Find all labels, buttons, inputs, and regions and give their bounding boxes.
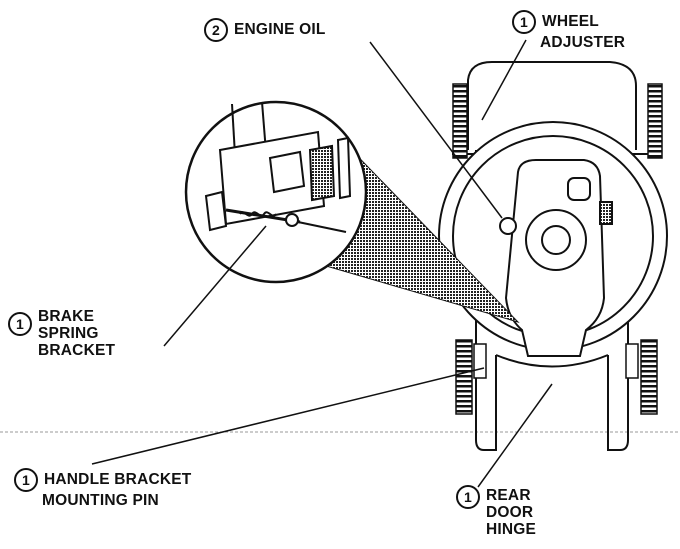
leader-lines [91, 39, 553, 488]
callout-number-1-icon: 1 [512, 10, 536, 34]
label-wheel-adjuster: 1 WHEEL ADJUSTER [512, 10, 625, 51]
label-wheel-adjuster-line-1: WHEEL [542, 13, 599, 31]
wheel-top-right [647, 83, 663, 159]
label-rear-door-hinge-line-1: REAR [486, 487, 531, 504]
wheel-top-left [452, 83, 468, 159]
label-rear-door-hinge-line-3: HINGE [486, 521, 537, 538]
label-rear-door-hinge-line-2: DOOR [486, 504, 534, 521]
label-engine-oil: 2 ENGINE OIL [204, 18, 326, 42]
label-brake-spring-bracket-line-3: BRACKET [38, 342, 116, 359]
label-handle-bracket-line-2: MOUNTING PIN [42, 492, 159, 509]
callout-number-1-icon: 1 [456, 485, 480, 509]
wheel-bottom-left [455, 339, 473, 415]
brake-detail-circle [184, 100, 368, 284]
label-brake-spring-bracket-line-1: BRAKE [38, 308, 95, 325]
label-handle-bracket-mounting-pin: 1 HANDLE BRACKET MOUNTING PIN [14, 468, 191, 509]
engine-body [499, 159, 613, 357]
callout-number-1-icon: 1 [8, 312, 32, 336]
callout-number-1-icon: 1 [14, 468, 38, 492]
label-brake-spring-bracket: 1 BRAKE SPRING BRACKET [8, 308, 115, 359]
label-rear-door-hinge: 1 REAR DOOR HINGE [456, 485, 537, 538]
label-brake-spring-bracket-line-2: SPRING [38, 325, 99, 342]
rear-wheel-brackets [473, 343, 639, 379]
label-handle-bracket-line-1: HANDLE BRACKET [44, 471, 192, 489]
callout-number-2-icon: 2 [204, 18, 228, 42]
label-wheel-adjuster-line-2: ADJUSTER [540, 34, 626, 51]
mower-deck [452, 61, 652, 451]
oil-fill-cap [499, 217, 517, 235]
label-engine-oil-text: ENGINE OIL [234, 21, 326, 39]
wheel-bottom-right [640, 339, 658, 415]
